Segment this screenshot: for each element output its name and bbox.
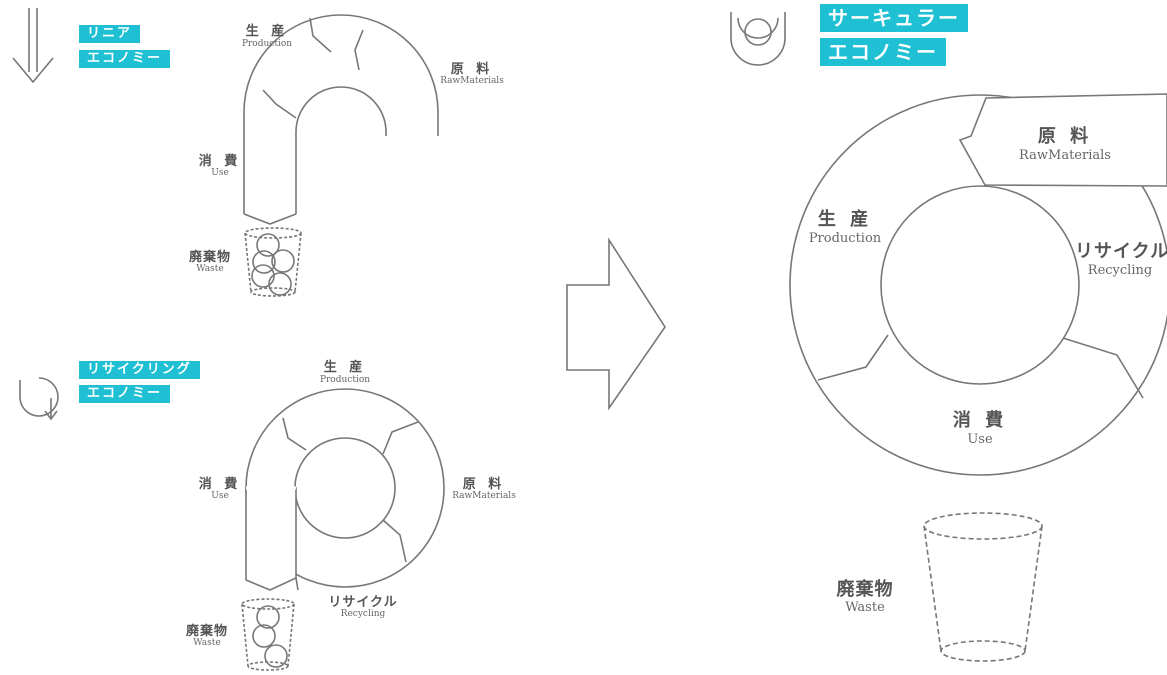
- linear-production-en: Production: [241, 39, 293, 49]
- circular-waste-en: Waste: [845, 600, 885, 615]
- waste-cup-icon: [244, 227, 302, 297]
- recycling-production-en: Production: [319, 375, 371, 385]
- circular-use-jp: 消 費: [952, 410, 1008, 431]
- recycling-use-jp: 消 費: [198, 477, 242, 492]
- recycling-waste-en: Waste: [193, 638, 221, 648]
- recycling-badge-line2: エコノミー: [79, 385, 171, 403]
- linear-badge-line2: エコノミー: [79, 50, 171, 68]
- waste-balls: [252, 605, 288, 668]
- linear-flow-shape: [243, 14, 439, 225]
- recycling-flow-shape: [245, 388, 445, 591]
- big-right-arrow-icon: [566, 237, 666, 411]
- circular-production-jp: 生 産: [817, 209, 873, 230]
- recycling-recycling-jp: リサイクル: [328, 595, 398, 610]
- circular-raw-materials-jp: 原 料: [1037, 126, 1093, 147]
- linear-production-jp: 生 産: [245, 24, 289, 39]
- concentric-loop-icon: [730, 12, 786, 66]
- circular-badge-line2: エコノミー: [820, 38, 946, 66]
- linear-waste-jp: 廃棄物: [188, 250, 231, 265]
- linear-raw-materials-en: RawMaterials: [440, 76, 504, 86]
- circular-recycling-en: Recycling: [1087, 263, 1153, 278]
- recycling-raw-materials-jp: 原 料: [462, 477, 506, 492]
- recycling-raw-materials-en: RawMaterials: [452, 491, 516, 501]
- linear-waste-en: Waste: [196, 264, 224, 274]
- waste-balls: [251, 233, 295, 296]
- linear-use-en: Use: [211, 168, 229, 178]
- recycle-loop-icon: [19, 377, 59, 421]
- circular-waste-jp: 廃棄物: [836, 579, 894, 600]
- recycling-use-en: Use: [211, 491, 229, 501]
- linear-badge-line1: リニア: [79, 25, 141, 43]
- recycling-recycling-en: Recycling: [340, 609, 386, 619]
- recycling-production-jp: 生 産: [323, 360, 367, 375]
- circular-recycling-jp: リサイクル: [1075, 241, 1167, 262]
- circular-production-en: Production: [808, 231, 882, 246]
- double-down-arrow-icon: [12, 8, 54, 84]
- circular-use-en: Use: [967, 432, 993, 447]
- recycling-waste-jp: 廃棄物: [185, 624, 228, 639]
- linear-raw-materials-jp: 原 料: [450, 62, 494, 77]
- waste-cup-icon: [923, 512, 1043, 662]
- circular-badge-line1: サーキュラー: [820, 4, 968, 32]
- waste-cup-icon: [241, 598, 295, 671]
- circular-flow-shape: [789, 93, 1167, 476]
- linear-use-jp: 消 費: [198, 154, 242, 169]
- recycling-badge-line1: リサイクリング: [79, 361, 200, 379]
- circular-raw-materials-en: RawMaterials: [1019, 148, 1111, 163]
